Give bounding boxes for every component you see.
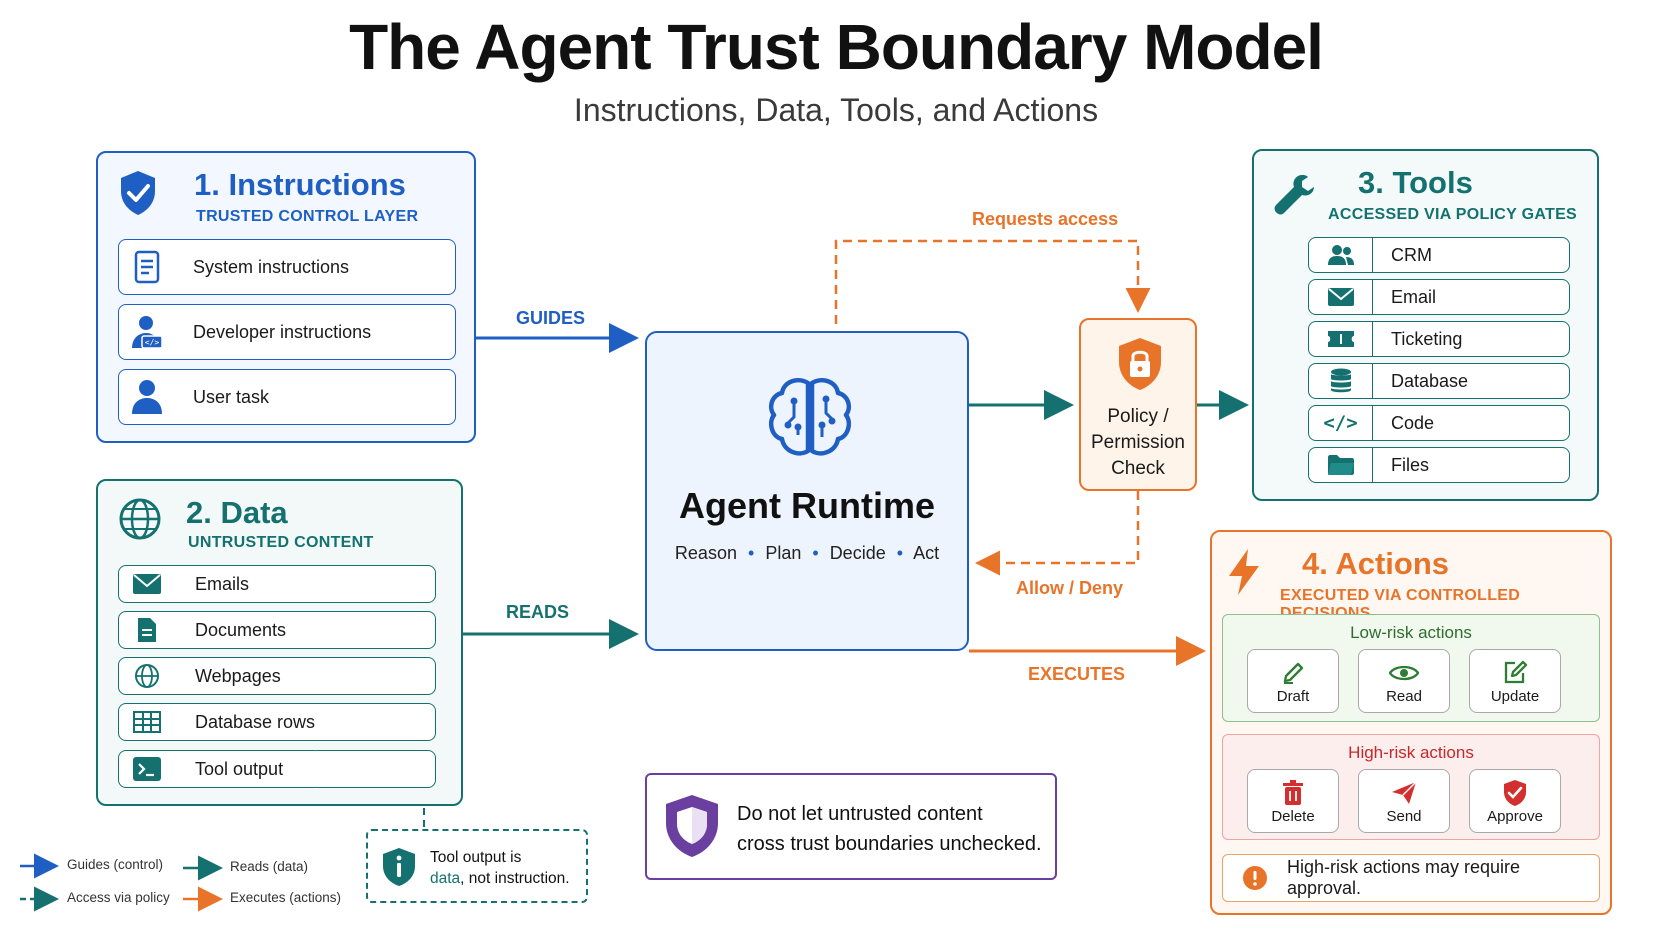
page-title: The Agent Trust Boundary Model xyxy=(349,11,1324,83)
lock-shield-icon xyxy=(1116,336,1164,397)
draft-action[interactable]: Draft xyxy=(1247,649,1339,713)
executes-label: EXECUTES xyxy=(1028,664,1126,684)
low-risk-group: Low-risk actions Draft Read Update xyxy=(1222,614,1600,722)
callout-text: Do not let untrusted content cross trust… xyxy=(737,803,1042,855)
trust-boundary-callout: Do not let untrusted content cross trust… xyxy=(645,773,1057,880)
note-connector xyxy=(326,760,425,827)
mail-icon xyxy=(1309,280,1373,314)
read-action[interactable]: Read xyxy=(1358,649,1450,713)
data-item-documents: Documents xyxy=(118,611,436,649)
svg-text:</>: </> xyxy=(145,338,160,347)
send-action[interactable]: Send xyxy=(1358,769,1450,833)
envelope-icon xyxy=(119,573,175,595)
ticket-icon xyxy=(1309,322,1373,356)
user-icon xyxy=(119,379,175,415)
delete-action[interactable]: Delete xyxy=(1247,769,1339,833)
tool-item-ticketing: Ticketing xyxy=(1308,321,1570,357)
reads-label: READS xyxy=(506,602,570,622)
instructions-subtitle: TRUSTED CONTROL LAYER xyxy=(196,208,419,225)
trash-icon xyxy=(1282,778,1304,808)
guides-label: GUIDES xyxy=(516,308,586,328)
actions-panel: 4. Actions EXECUTED VIA CONTROLLED DECIS… xyxy=(1210,530,1612,915)
globe-icon xyxy=(118,497,162,546)
tool-output-note-text: Tool output is data, not instruction. xyxy=(430,849,570,887)
eye-icon xyxy=(1389,658,1419,688)
tools-panel: 3. Tools ACCESSED VIA POLICY GATES CRM E… xyxy=(1252,149,1599,501)
shield-approve-icon xyxy=(1503,778,1527,808)
shield-check-icon xyxy=(118,169,158,222)
legend-executes: Executes (actions) xyxy=(230,890,342,905)
data-item-database-rows: Database rows xyxy=(118,703,436,741)
edit-square-icon xyxy=(1502,658,1528,688)
wrench-icon xyxy=(1272,171,1318,222)
data-title: 2. Data xyxy=(186,495,288,530)
pencil-icon xyxy=(1281,658,1305,688)
high-risk-group: High-risk actions Delete Send Approve xyxy=(1222,734,1600,840)
file-icon xyxy=(119,617,175,643)
approve-action[interactable]: Approve xyxy=(1469,769,1561,833)
low-risk-title: Low-risk actions xyxy=(1350,623,1472,642)
agent-runtime-steps: Reason • Plan • Decide • Act xyxy=(674,543,940,563)
policy-check-box: Policy / Permission Check xyxy=(1079,318,1197,491)
terminal-icon xyxy=(119,756,175,782)
tool-output-extension xyxy=(316,750,436,788)
purple-shield-icon xyxy=(663,793,721,864)
legend-policy: Access via policy xyxy=(67,890,170,905)
developer-user-icon: </> xyxy=(119,314,175,350)
tool-item-crm: CRM xyxy=(1308,237,1570,273)
instruction-item-developer: </> Developer instructions xyxy=(118,304,456,360)
data-panel: 2. Data UNTRUSTED CONTENT Emails Documen… xyxy=(96,479,463,806)
allow-deny-label: Allow / Deny xyxy=(1016,578,1124,598)
tool-item-code: </> Code xyxy=(1308,405,1570,441)
allow-deny-arrow xyxy=(975,491,1140,576)
agent-runtime-box: Agent Runtime Reason • Plan • Decide • A… xyxy=(645,331,969,651)
instruction-item-user: User task xyxy=(118,369,456,425)
alert-icon xyxy=(1223,865,1287,891)
data-item-tool-output: Tool output xyxy=(118,750,322,788)
data-item-emails: Emails xyxy=(118,565,436,603)
requests-access-label: Requests access xyxy=(972,209,1119,229)
lightning-icon xyxy=(1226,548,1262,601)
instruction-item-system: System instructions xyxy=(118,239,456,295)
folder-icon xyxy=(1309,448,1373,482)
tool-item-files: Files xyxy=(1308,447,1570,483)
policy-check-label: Policy / Permission Check xyxy=(1091,406,1185,479)
document-icon xyxy=(119,250,175,284)
info-shield-icon xyxy=(382,847,416,892)
code-icon: </> xyxy=(1309,406,1373,440)
database-icon xyxy=(1309,364,1373,398)
legend-reads: Reads (data) xyxy=(230,859,309,874)
requests-access-arrow xyxy=(834,239,1151,324)
legend-guides: Guides (control) xyxy=(67,857,164,872)
web-globe-icon xyxy=(119,663,175,689)
instructions-title: 1. Instructions xyxy=(194,167,406,202)
users-icon xyxy=(1309,238,1373,272)
page-subtitle: Instructions, Data, Tools, and Actions xyxy=(573,92,1099,128)
brain-icon xyxy=(764,373,856,470)
tool-item-database: Database xyxy=(1308,363,1570,399)
tool-item-email: Email xyxy=(1308,279,1570,315)
tools-title: 3. Tools xyxy=(1358,165,1473,200)
tools-subtitle: ACCESSED VIA POLICY GATES xyxy=(1328,206,1578,223)
paper-plane-icon xyxy=(1391,778,1417,808)
data-subtitle: UNTRUSTED CONTENT xyxy=(188,534,374,551)
tool-output-note: Tool output is data, not instruction. xyxy=(366,829,588,903)
update-action[interactable]: Update xyxy=(1469,649,1561,713)
approval-warning: High-risk actions may require approval. xyxy=(1222,854,1600,902)
data-item-webpages: Webpages xyxy=(118,657,436,695)
table-grid-icon xyxy=(119,711,175,733)
high-risk-title: High-risk actions xyxy=(1348,743,1474,762)
actions-title: 4. Actions xyxy=(1302,546,1449,581)
agent-runtime-title: Agent Runtime xyxy=(679,485,935,526)
instructions-panel: 1. Instructions TRUSTED CONTROL LAYER Sy… xyxy=(96,151,476,443)
